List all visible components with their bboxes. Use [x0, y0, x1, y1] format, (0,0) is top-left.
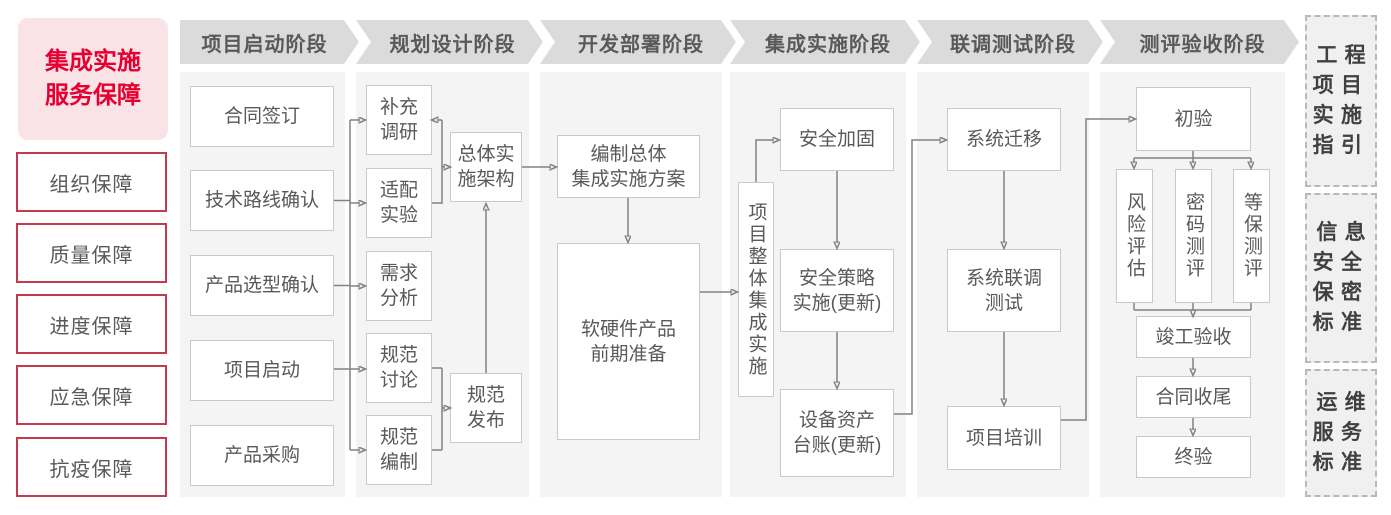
- box-supplementary-research: 补充 调研: [366, 85, 432, 155]
- box-requirement-analysis: 需求 分析: [366, 251, 432, 321]
- assurance-item-quality: 质量保障: [16, 223, 167, 283]
- box-risk-assessment: 风险评估: [1116, 169, 1153, 303]
- box-tech-route-confirm: 技术路线确认: [190, 170, 334, 231]
- box-contract-closure: 合同收尾: [1136, 376, 1251, 418]
- phase-header-joint-testing: 联调测试阶段: [917, 20, 1103, 64]
- box-overall-integration-plan: 编制总体 集成实施方案: [557, 135, 700, 198]
- box-crypto-evaluation: 密码测评: [1175, 169, 1212, 303]
- box-contract-signing: 合同签订: [190, 86, 334, 147]
- assurance-item-anti-epidemic: 抗疫保障: [16, 437, 167, 497]
- phase-header-dev-deployment: 开发部署阶段: [540, 20, 736, 64]
- box-product-procurement: 产品采购: [190, 425, 334, 486]
- box-overall-impl-architecture: 总体实 施架构: [450, 132, 522, 202]
- box-project-overall-integration: 项目整体集成实施: [738, 182, 774, 397]
- box-security-policy-impl: 安全策略 实施(更新): [780, 249, 894, 332]
- phase-header-planning-design: 规划设计阶段: [356, 20, 543, 64]
- phase-header-integration-impl: 集成实施阶段: [730, 20, 920, 64]
- box-project-training: 项目培训: [947, 406, 1061, 470]
- standard-infosec-confidentiality: 信息 安全 保密 标准: [1305, 193, 1377, 363]
- diagram-title: 集成实施 服务保障: [18, 18, 168, 140]
- phase-header-project-kickoff: 项目启动阶段: [180, 20, 359, 64]
- phase-header-eval-acceptance: 测评验收阶段: [1100, 20, 1299, 64]
- standard-om-service: 运维 服务 标准: [1305, 369, 1377, 497]
- box-completion-acceptance: 竣工验收: [1136, 316, 1251, 358]
- box-classified-protection-evaluation: 等保测评: [1233, 169, 1270, 303]
- box-initial-acceptance: 初验: [1136, 87, 1251, 151]
- assurance-item-organization: 组织保障: [16, 152, 167, 212]
- box-spec-discussion: 规范 讨论: [366, 333, 432, 403]
- box-hw-sw-preparation: 软硬件产品 前期准备: [557, 243, 700, 440]
- assurance-item-schedule: 进度保障: [16, 294, 167, 354]
- box-spec-drafting: 规范 编制: [366, 415, 432, 485]
- box-asset-ledger-update: 设备资产 台账(更新): [780, 389, 894, 477]
- box-adaptation-test: 适配 实验: [366, 168, 432, 238]
- box-system-joint-testing: 系统联调 测试: [947, 249, 1061, 332]
- box-spec-release: 规范 发布: [450, 373, 522, 443]
- box-system-migration: 系统迁移: [947, 108, 1061, 171]
- box-product-selection-confirm: 产品选型确认: [190, 255, 334, 316]
- assurance-item-emergency: 应急保障: [16, 365, 167, 425]
- box-project-kickoff: 项目启动: [190, 340, 334, 401]
- standard-project-implementation-guide: 工程 项目 实施 指引: [1305, 15, 1377, 187]
- box-security-hardening: 安全加固: [780, 108, 894, 171]
- box-final-acceptance: 终验: [1136, 436, 1251, 478]
